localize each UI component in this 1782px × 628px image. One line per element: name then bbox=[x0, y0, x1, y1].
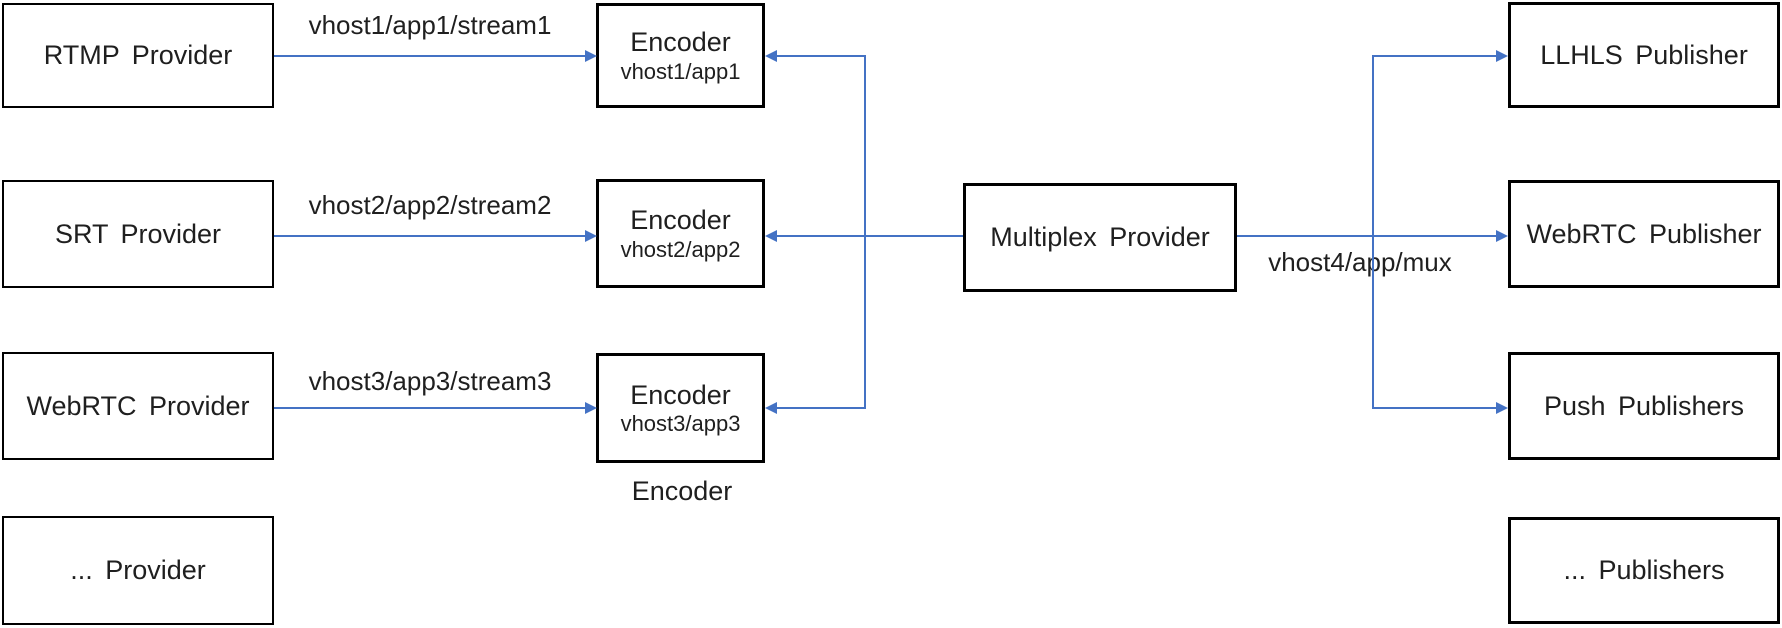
publisher-label-push: Push Publishers bbox=[1543, 390, 1745, 421]
edge-label-stream2: vhost2/app2/stream2 bbox=[308, 190, 552, 220]
provider-box-others: ... Provider bbox=[2, 516, 274, 625]
edge-label-mux: vhost4/app/mux bbox=[1268, 247, 1452, 277]
provider-label-srt: SRT Provider bbox=[54, 218, 222, 249]
encoder-box-2: Encoder vhost2/app2 bbox=[596, 179, 765, 288]
encoder-subtitle-2: vhost2/app2 bbox=[620, 236, 741, 262]
publisher-label-others: ... Publishers bbox=[1563, 555, 1725, 585]
publisher-box-llhls: LLHLS Publisher bbox=[1508, 2, 1780, 108]
provider-label-webrtc: WebRTC Provider bbox=[26, 390, 250, 421]
arrowhead-into-encoder2-left bbox=[585, 230, 597, 242]
encoder-subtitle-1: vhost1/app1 bbox=[620, 58, 741, 84]
encoder-title-3: Encoder bbox=[630, 379, 731, 410]
encoder-title-2: Encoder bbox=[630, 205, 731, 236]
connector-bus-to-llhls bbox=[1372, 55, 1496, 57]
encoder-box-3: Encoder vhost3/app3 bbox=[596, 353, 765, 463]
publisher-label-webrtc: WebRTC Publisher bbox=[1526, 218, 1762, 249]
provider-box-srt: SRT Provider bbox=[2, 180, 274, 288]
edge-label-stream3: vhost3/app3/stream3 bbox=[308, 366, 552, 396]
provider-label-others: ... Provider bbox=[70, 555, 206, 585]
connector-webrtc-to-encoder3 bbox=[274, 407, 586, 409]
connector-bus-to-encoder1 bbox=[777, 55, 866, 57]
arrowhead-into-encoder1-right bbox=[765, 50, 777, 62]
encoder-column-caption: Encoder bbox=[631, 476, 733, 506]
arrowhead-into-llhls-publisher bbox=[1496, 50, 1508, 62]
connector-publisher-bus bbox=[1372, 55, 1374, 409]
arrowhead-into-encoder2-right bbox=[765, 230, 777, 242]
publisher-box-others: ... Publishers bbox=[1508, 517, 1780, 624]
publisher-box-push: Push Publishers bbox=[1508, 352, 1780, 460]
connector-multiplex-to-encoder2 bbox=[777, 235, 963, 237]
publisher-label-llhls: LLHLS Publisher bbox=[1540, 39, 1748, 70]
edge-label-stream1: vhost1/app1/stream1 bbox=[308, 10, 552, 40]
connector-multiplex-encoder-bus bbox=[864, 55, 866, 409]
arrowhead-into-encoder3-right bbox=[765, 402, 777, 414]
publisher-box-webrtc: WebRTC Publisher bbox=[1508, 180, 1780, 288]
multiplex-provider-box: Multiplex Provider bbox=[963, 183, 1237, 292]
provider-box-rtmp: RTMP Provider bbox=[2, 3, 274, 108]
provider-label-rtmp: RTMP Provider bbox=[43, 40, 233, 70]
connector-bus-to-encoder3 bbox=[777, 407, 866, 409]
connector-srt-to-encoder2 bbox=[274, 235, 586, 237]
connector-rtmp-to-encoder1 bbox=[274, 55, 586, 57]
arrowhead-into-webrtc-publisher bbox=[1496, 230, 1508, 242]
connector-multiplex-to-webrtc-publisher bbox=[1237, 235, 1496, 237]
multiplex-provider-label: Multiplex Provider bbox=[990, 222, 1210, 252]
provider-box-webrtc: WebRTC Provider bbox=[2, 352, 274, 460]
encoder-box-1: Encoder vhost1/app1 bbox=[596, 3, 765, 108]
arrowhead-into-encoder1-left bbox=[585, 50, 597, 62]
arrowhead-into-encoder3-left bbox=[585, 402, 597, 414]
encoder-title-1: Encoder bbox=[630, 27, 731, 58]
connector-bus-to-push bbox=[1372, 407, 1496, 409]
encoder-subtitle-3: vhost3/app3 bbox=[620, 411, 741, 436]
arrowhead-into-push-publishers bbox=[1496, 402, 1508, 414]
